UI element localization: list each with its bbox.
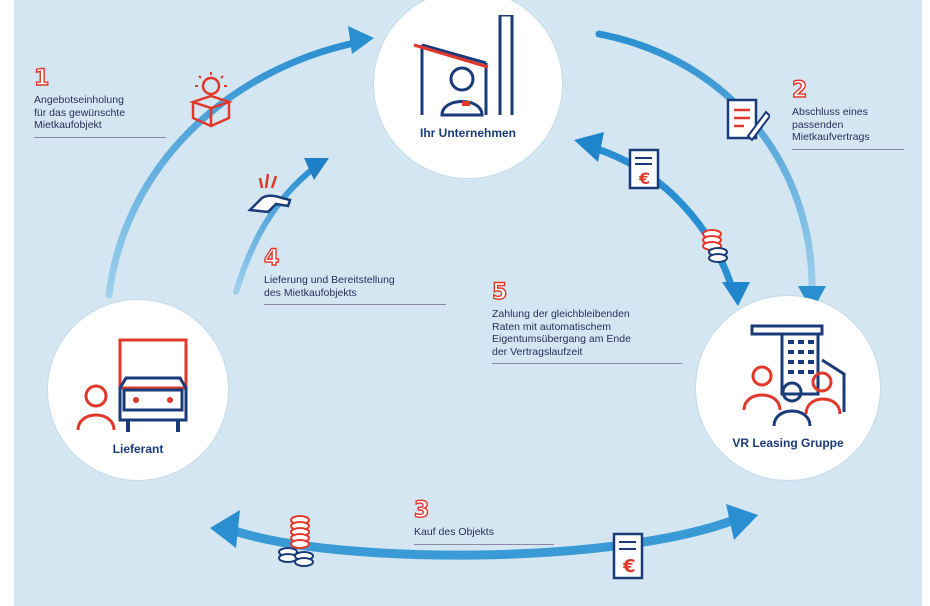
node-company-label: Ihr Unternehmen	[419, 126, 516, 140]
step-2: 2 Abschluss eines passenden Mietkaufvert…	[791, 78, 904, 150]
step-5-line: Zahlung der gleichbleibenden	[492, 308, 630, 320]
step-1-line: für das gewünschte	[34, 106, 126, 119]
step-5: 5 Zahlung der gleichbleibenden Raten mit…	[491, 280, 682, 364]
building-people-icon	[742, 324, 846, 427]
step-1-number: 1	[33, 66, 50, 91]
step-4: 4 Lieferung und Bereitstellung des Mietk…	[263, 246, 446, 305]
step-4-line: des Mietkaufobjekts	[264, 286, 357, 299]
node-supplier-label: Lieferant	[112, 442, 164, 456]
step-4-number: 4	[263, 246, 280, 271]
step-5-number: 5	[491, 280, 508, 305]
step-3: 3 Kauf des Objekts	[413, 498, 554, 545]
step-3-line: Kauf des Objekts	[414, 526, 494, 538]
node-company: Ihr Unternehmen	[374, 0, 562, 178]
step-5-line: der Vertragslaufzeit	[492, 345, 583, 358]
step-5-line: Raten mit automatischem	[492, 320, 612, 333]
step-2-line: passenden	[792, 118, 844, 131]
step-5-text: Zahlung der gleichbleibenden Raten mit a…	[492, 308, 682, 364]
process-diagram: Ihr Unternehmen Lieferant	[14, 0, 922, 606]
step-2-line: Abschluss eines	[792, 106, 868, 118]
arrow-step-3	[210, 504, 758, 560]
step-1-line: Mietkaufobjekt	[34, 119, 102, 131]
step-1: 1 Angebotseinholung für das gewünschte M…	[33, 66, 166, 138]
step-1-line: Angebotseinholung	[34, 94, 124, 106]
building-person-icon	[413, 15, 514, 117]
truck-person-icon	[76, 338, 188, 432]
step-5-line: Eigentumsübergang am Ende	[492, 333, 631, 345]
coins-stack-icon	[278, 515, 314, 567]
arrow-step-5	[574, 132, 750, 306]
lightbulb-box-icon	[189, 72, 233, 128]
step-1-text: Angebotseinholung für das gewünschte Mie…	[34, 94, 166, 138]
step-3-text: Kauf des Objekts	[414, 526, 554, 545]
step-2-line: Mietkaufvertrags	[792, 131, 870, 143]
node-leasing: VR Leasing Gruppe	[696, 296, 880, 480]
step-4-text: Lieferung und Bereitstellung des Mietkau…	[264, 274, 446, 305]
step-2-number: 2	[791, 78, 808, 103]
node-leasing-label: VR Leasing Gruppe	[732, 436, 844, 450]
coins-icon	[702, 229, 728, 263]
step-3-number: 3	[413, 498, 430, 523]
invoice-euro-icon: €	[628, 148, 660, 190]
node-supplier: Lieferant	[48, 300, 228, 480]
arrow-step-4	[233, 158, 329, 295]
arrow-step-1	[105, 26, 374, 299]
svg-text:€: €	[638, 169, 650, 188]
step-4-line: Lieferung und Bereitstellung	[264, 274, 395, 286]
invoice-euro-icon-bottom: €	[612, 532, 644, 580]
svg-text:€: €	[622, 556, 636, 577]
step-2-text: Abschluss eines passenden Mietkaufvertra…	[792, 106, 904, 150]
hand-receive-icon	[247, 173, 292, 214]
contract-pen-icon	[726, 98, 770, 142]
